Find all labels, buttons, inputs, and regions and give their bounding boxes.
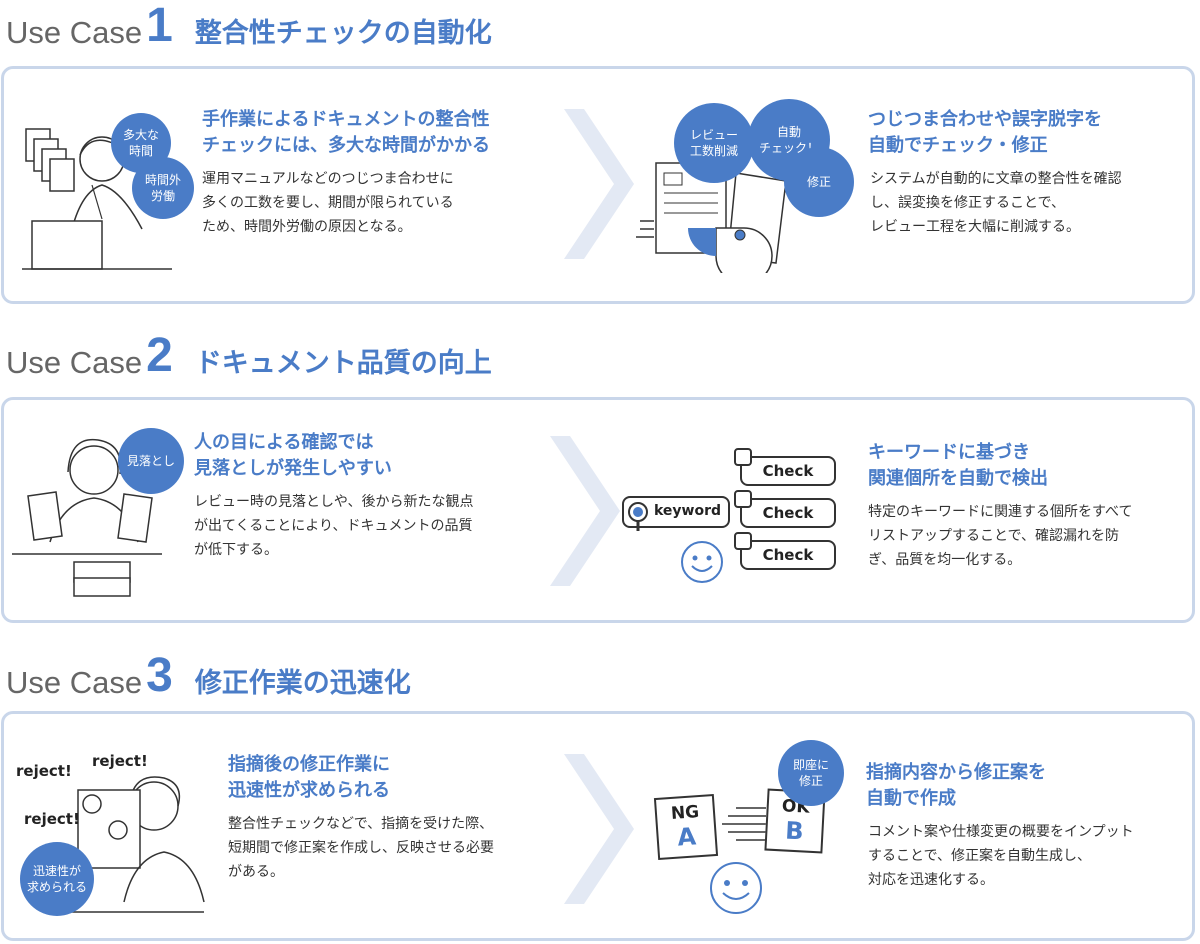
rushed-person-illustration	[64, 776, 205, 913]
solution-description: システムが自動的に文章の整合性を確認し、誤変換を修正することで、レビュー工程を大…	[870, 171, 1122, 235]
check-item-3: Check	[740, 540, 836, 570]
problem-description: 運用マニュアルなどのつじつま合わせに多くの工数を要し、期間が限られているため、時…	[202, 171, 454, 235]
use-case-2-panel: 見落とし 人の目による確認では見落としが発生しやすい レビュー時の見落としや、後…	[1, 397, 1195, 623]
use-case-number: 3	[146, 649, 173, 702]
checkbox-icon	[734, 448, 752, 466]
use-case-number: 2	[146, 329, 173, 382]
reject-label-3: reject!	[24, 810, 80, 828]
check-item-1: Check	[740, 456, 836, 486]
problem-heading: 手作業によるドキュメントの整合性チェックには、多大な時間がかかる	[202, 109, 490, 156]
use-case-3-panel: reject! reject! reject! 迅速性が求められる 指摘後の修正…	[1, 711, 1195, 941]
problem-description: 整合性チェックなどで、指摘を受けた際、短期間で修正案を作成し、反映させる必要があ…	[228, 816, 494, 880]
use-case-label: Use Case	[6, 345, 143, 380]
bubble-review-reduction: レビュー工数削減	[674, 103, 754, 183]
checkbox-icon	[734, 490, 752, 508]
use-case-1-panel: 多大な時間 時間外労働 手作業によるドキュメントの整合性チェックには、多大な時間…	[1, 66, 1195, 304]
use-case-label: Use Case	[6, 665, 143, 700]
document-check-illustration	[636, 162, 787, 273]
use-case-2-header: Use Case 2 ドキュメント品質の向上	[6, 330, 492, 380]
use-case-1-header: Use Case 1 整合性チェックの自動化	[6, 0, 492, 50]
solution-description: 特定のキーワードに関連する個所をすべてリストアップすることで、確認漏れを防ぎ、品…	[868, 504, 1133, 568]
solution-heading: つじつま合わせや誤字脱字を自動でチェック・修正	[868, 109, 1102, 156]
problem-description: レビュー時の見落としや、後から新たな観点が出てくることにより、ドキュメントの品質…	[194, 494, 474, 558]
problem-heading: 人の目による確認では見落としが発生しやすい	[194, 432, 392, 479]
reviewer-person-illustration	[12, 438, 162, 597]
bubble-overtime: 時間外労働	[132, 157, 194, 219]
use-case-title: ドキュメント品質の向上	[194, 348, 492, 379]
bubble-fix: 修正	[784, 147, 854, 217]
check-item-2: Check	[740, 498, 836, 528]
arrow-right-icon	[550, 436, 620, 586]
bubble-speed-required: 迅速性が求められる	[20, 842, 94, 916]
bubble-instant-fix: 即座に修正	[778, 740, 844, 806]
reject-label-2: reject!	[92, 752, 148, 770]
transform-lines-icon	[722, 807, 766, 841]
use-case-label: Use Case	[6, 15, 143, 50]
magnifier-icon	[628, 502, 648, 531]
arrow-right-icon	[564, 754, 634, 904]
bubble-oversight: 見落とし	[118, 428, 184, 494]
smiley-icon	[710, 862, 762, 914]
use-case-number: 1	[146, 0, 173, 52]
ng-card: NG A	[653, 793, 719, 861]
solution-heading: キーワードに基づき関連個所を自動で検出	[868, 442, 1048, 489]
solution-heading: 指摘内容から修正案を自動で作成	[866, 762, 1046, 809]
use-case-3-header: Use Case 3 修正作業の迅速化	[6, 650, 411, 700]
reject-label-1: reject!	[16, 762, 72, 780]
checkbox-icon	[734, 532, 752, 550]
use-case-title: 整合性チェックの自動化	[194, 18, 492, 49]
keyword-search-box: keyword	[622, 496, 730, 531]
smiley-icon	[681, 541, 723, 583]
arrow-right-icon	[564, 109, 634, 259]
use-case-title: 修正作業の迅速化	[194, 668, 411, 699]
solution-description: コメント案や仕様変更の概要をインプットすることで、修正案を自動生成し、対応を迅速…	[868, 824, 1134, 888]
keyword-text: keyword	[654, 503, 722, 519]
problem-heading: 指摘後の修正作業に迅速性が求められる	[228, 754, 390, 801]
